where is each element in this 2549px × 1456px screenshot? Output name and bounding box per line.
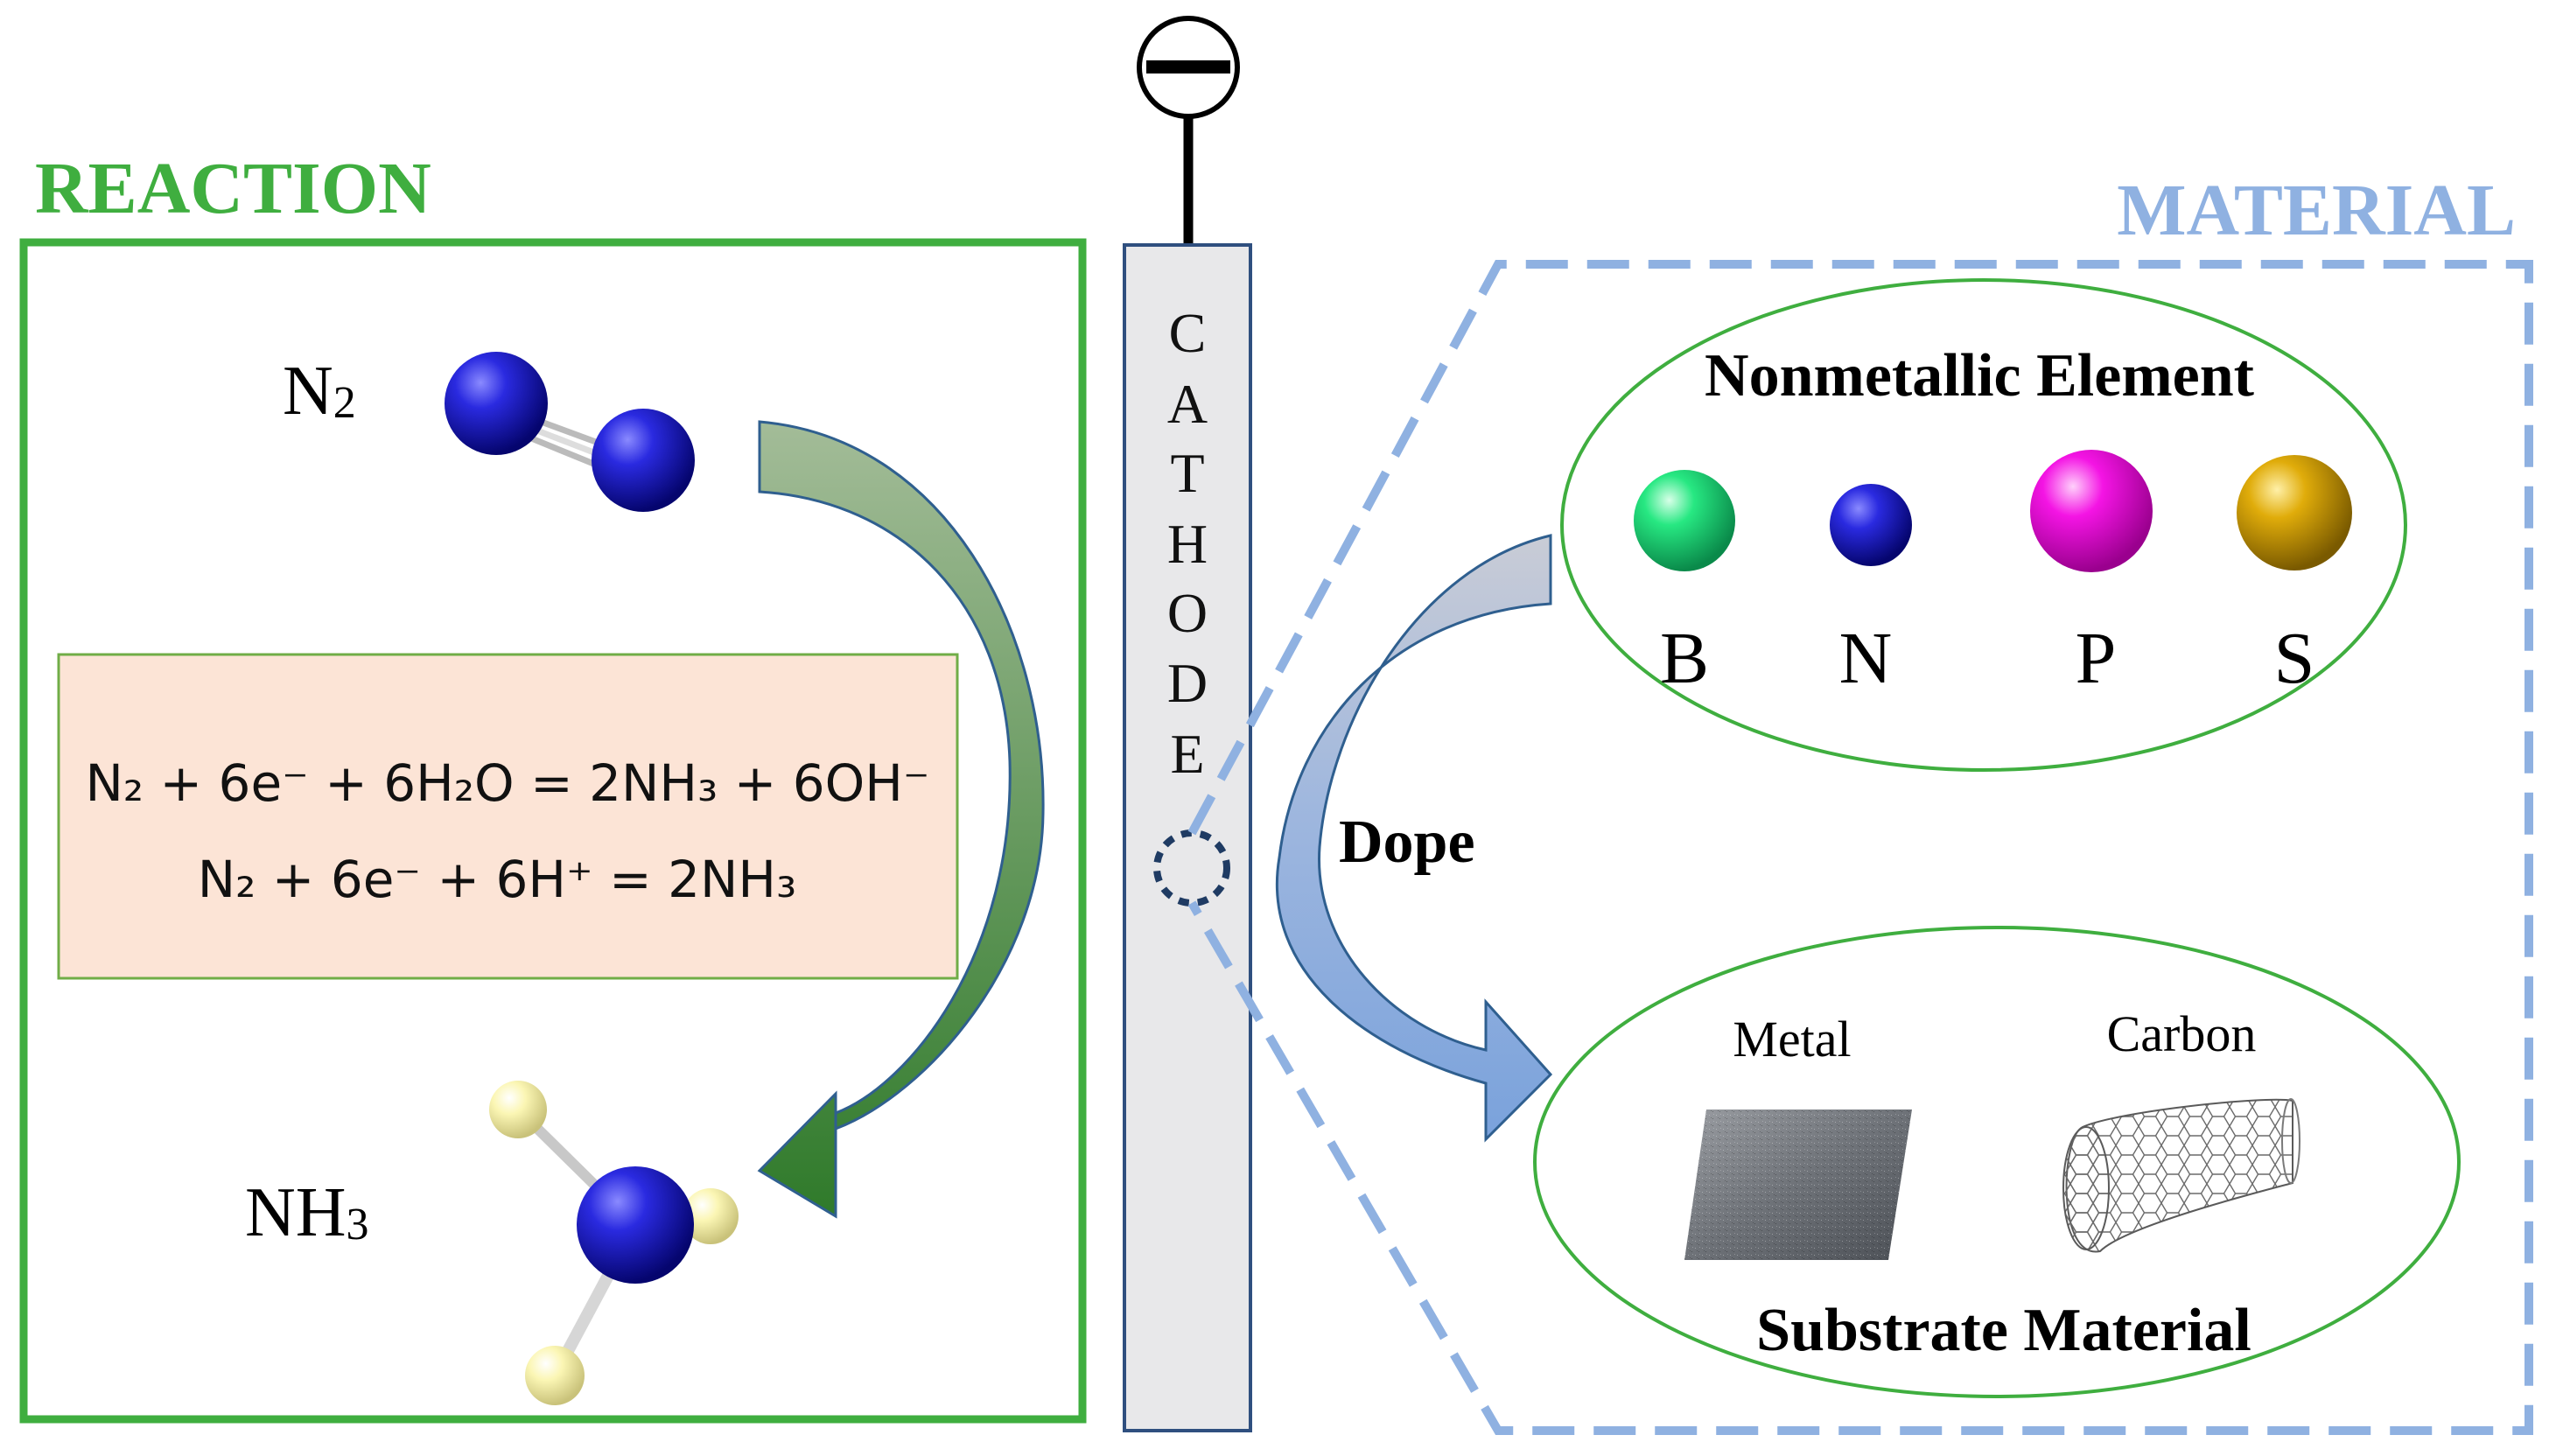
dope-label: Dope [1339,808,1475,876]
cathode-letter: H [1167,513,1208,575]
cathode-letter: E [1170,723,1204,785]
nh3-label: NH3 [245,1174,369,1251]
n2-molecule-icon [445,352,695,512]
sulfur-atom-icon [2237,455,2352,570]
zoom-circle [1153,830,1230,906]
cathode-letter: O [1167,582,1208,644]
cathode-label: C A T H O D E [1167,302,1208,785]
cathode-letter: C [1169,302,1207,364]
material-heading: MATERIAL [2117,170,2516,251]
cathode-letter: A [1167,373,1208,435]
carbon-nanotube-icon [2062,1098,2300,1253]
nonmetal-title: Nonmetallic Element [1705,342,2254,410]
reaction-heading: REACTION [35,148,431,229]
metal-label: Metal [1733,1011,1851,1068]
dope-arrow-icon [1275,534,1553,1143]
cathode-electrode [1123,243,1252,1432]
carbon-label: Carbon [2107,1005,2257,1062]
metal-sheet-icon [1684,1110,1912,1260]
nitrogen-atom-icon [1830,484,1912,566]
equation-box [57,653,959,980]
substrate-ellipse [1533,926,2461,1398]
cathode-letter: D [1167,652,1208,714]
equation-acidic: N₂ + 6e⁻ + 6H⁺ = 2NH₃ [198,850,797,909]
element-symbol-s: S [2274,618,2315,699]
boron-atom-icon [1634,470,1735,571]
phosphorus-atom-icon [2030,450,2153,572]
cathode-terminal-icon [1137,16,1240,245]
cathode-letter: T [1170,442,1204,504]
element-symbol-b: B [1660,618,1709,699]
reaction-frame [19,238,1087,1424]
element-symbol-p: P [2076,618,2117,699]
nh3-molecule-icon [489,1081,739,1405]
equation-alkaline: N₂ + 6e⁻ + 6H₂O = 2NH₃ + 6OH⁻ [85,753,929,813]
element-symbol-n: N [1839,618,1893,699]
substrate-title: Substrate Material [1756,1297,2251,1364]
reaction-arrow-icon [757,420,1045,1219]
nonmetal-ellipse [1560,278,2407,772]
n2-label: N2 [283,353,356,430]
